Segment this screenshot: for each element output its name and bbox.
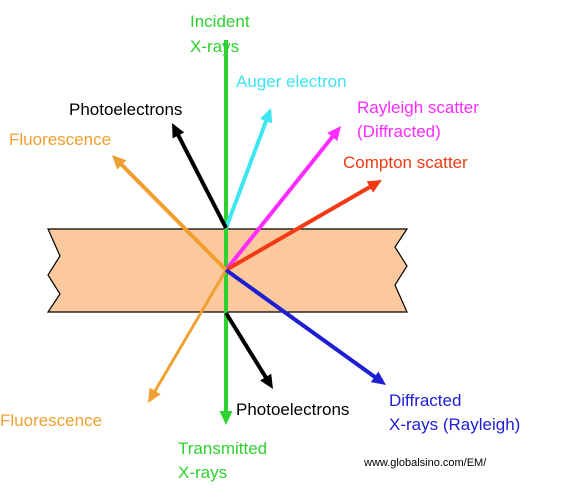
labels-group: Incident X-rays Auger electron Photoelec…	[0, 12, 520, 482]
incident-label-line2: X-rays	[190, 37, 239, 56]
fluorescence-top-arrow	[112, 155, 228, 272]
compton-label: Compton scatter	[343, 153, 468, 172]
transmitted-xray-arrow	[219, 270, 233, 425]
rayleigh-scatter-arrow	[224, 126, 341, 272]
compton-scatter-arrow-head	[366, 180, 382, 193]
diffracted-xray-arrow	[224, 268, 386, 385]
compton-scatter-arrow-shaft	[225, 184, 373, 272]
fluorescence-top-label: Fluorescence	[9, 130, 111, 149]
diffracted-label-line2: X-rays (Rayleigh)	[389, 415, 520, 434]
transmitted-label-line2: X-rays	[178, 463, 227, 482]
arrows-group	[112, 40, 386, 425]
rayleigh-scatter-arrow-head	[327, 126, 341, 141]
photoelectrons-top-arrow-head	[172, 123, 185, 139]
photoelectrons-top-arrow	[172, 123, 228, 229]
diffracted-xray-arrow-head	[370, 371, 386, 385]
fluorescence-bottom-arrow	[148, 269, 228, 403]
transmitted-xray-arrow-head	[219, 411, 233, 425]
photoelectrons-bottom-arrow-shaft	[224, 311, 269, 380]
auger-label: Auger electron	[236, 72, 347, 91]
fluorescence-top-arrow-head	[112, 155, 127, 170]
transmitted-label-line1: Transmitted	[178, 439, 267, 458]
photoelectrons-bottom-arrow	[224, 311, 273, 389]
photoelectrons-bottom-arrow-head	[260, 373, 273, 389]
fluorescence-bottom-arrow-head	[148, 387, 161, 403]
rayleigh-label-line2: (Diffracted)	[357, 122, 441, 141]
rayleigh-label-line1: Rayleigh scatter	[357, 98, 479, 117]
diffracted-label-line1: Diffracted	[389, 391, 461, 410]
photoelectrons-bottom-label: Photoelectrons	[236, 400, 349, 419]
photoelectrons-top-arrow-shaft	[175, 132, 228, 229]
rayleigh-scatter-arrow-shaft	[224, 134, 336, 272]
auger-electron-arrow-head	[260, 108, 273, 124]
source-url-label: www.globalsino.com/EM/	[363, 457, 487, 469]
fluorescence-bottom-label: Fluorescence	[0, 411, 102, 430]
fluorescence-bottom-arrow-shaft	[152, 269, 228, 394]
incident-label-line1: Incident	[190, 12, 250, 31]
auger-electron-arrow	[224, 108, 273, 229]
fluorescence-top-arrow-shaft	[119, 162, 228, 272]
auger-electron-arrow-shaft	[224, 118, 269, 229]
compton-scatter-arrow	[225, 180, 382, 272]
diffracted-xray-arrow-shaft	[224, 268, 378, 380]
photoelectrons-top-label: Photoelectrons	[69, 100, 182, 119]
